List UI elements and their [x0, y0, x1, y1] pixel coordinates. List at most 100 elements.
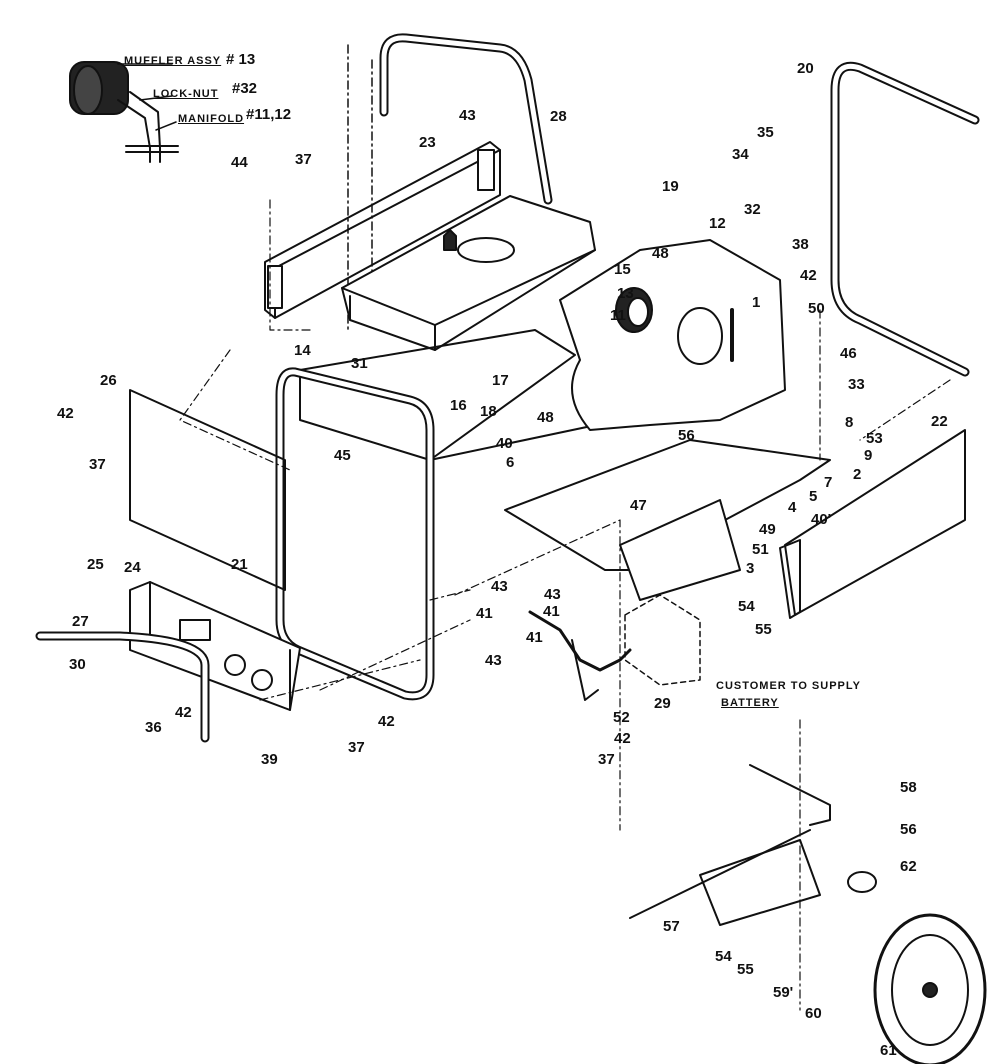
part-label-55-battery: 55 — [755, 621, 772, 638]
part-label-14: 14 — [294, 342, 311, 359]
part-label-57: 57 — [663, 918, 680, 935]
part-label-13: 13 — [617, 285, 634, 302]
part-label-33: 33 — [848, 376, 865, 393]
part-label-37-mount: 37 — [598, 751, 615, 768]
part-label-5: 5 — [809, 488, 818, 505]
part-label-59-prime: 59' — [773, 984, 794, 1001]
part-label-40: 40 — [496, 435, 513, 452]
part-label-40-prime: 40' — [811, 511, 832, 528]
part-label-1: 1 — [752, 294, 761, 311]
part-label-45: 45 — [334, 447, 351, 464]
part-label-37-left: 37 — [89, 456, 106, 473]
part-label-60: 60 — [805, 1005, 822, 1022]
part-label-36: 36 — [145, 719, 162, 736]
part-label-34: 34 — [732, 146, 749, 163]
muffler-assembly-callout: MUFFLER ASSY — [124, 55, 222, 67]
handle-28 — [347, 33, 553, 331]
part-label-3: 3 — [746, 560, 755, 577]
part-label-48-bracket: 48 — [537, 409, 554, 426]
part-label-43-handle: 43 — [459, 107, 476, 124]
part-label-30: 30 — [69, 656, 86, 673]
part-label-26: 26 — [100, 372, 117, 389]
manifold-callout: MANIFOLD — [178, 113, 245, 125]
part-label-15: 15 — [614, 261, 631, 278]
part-label-43-mount: 43 — [544, 586, 561, 603]
handle-27 — [35, 631, 210, 743]
part-label-50: 50 — [808, 300, 825, 317]
part-label-62: 62 — [900, 858, 917, 875]
part-label-39: 39 — [261, 751, 278, 768]
side-panel-26 — [129, 389, 286, 591]
part-label-42-box: 42 — [175, 704, 192, 721]
front-frame-21 — [275, 367, 435, 701]
part-label-31: 31 — [351, 355, 368, 372]
part-label-51: 51 — [752, 541, 769, 558]
control-box-24 — [129, 581, 301, 711]
part-label-29: 29 — [654, 695, 671, 712]
part-label-27: 27 — [72, 613, 89, 630]
part-label-37-top: 37 — [295, 151, 312, 168]
part-label-58: 58 — [900, 779, 917, 796]
fuel-tank — [341, 195, 596, 351]
part-label-49: 49 — [759, 521, 776, 538]
customer-supply-note: CUSTOMER TO SUPPLY — [716, 680, 861, 692]
part-label-42-bottom: 42 — [378, 713, 395, 730]
part-label-46: 46 — [840, 345, 857, 362]
engine-mount-plate — [504, 439, 831, 601]
part-label-54-wheel: 54 — [715, 948, 732, 965]
part-label-12: 12 — [709, 215, 726, 232]
part-label-52: 52 — [613, 709, 630, 726]
part-label-56-wheel: 56 — [900, 821, 917, 838]
muffler-assembly-number: # 13 — [226, 51, 256, 68]
part-label-56-mount: 56 — [678, 427, 695, 444]
part-label-32: 32 — [744, 201, 761, 218]
part-label-41-frame: 41 — [476, 605, 493, 622]
part-label-23: 23 — [419, 134, 436, 151]
wheel-61 — [873, 913, 987, 1064]
rear-frame-20 — [830, 61, 980, 377]
part-label-41-mount: 41 — [543, 603, 560, 620]
part-label-53: 53 — [866, 430, 883, 447]
mount-bracket-29 — [528, 610, 632, 701]
part-label-19: 19 — [662, 178, 679, 195]
part-label-61: 61 — [880, 1042, 897, 1059]
part-label-11: 11 — [610, 307, 626, 324]
wheel-kit-axle — [629, 764, 877, 926]
part-label-2: 2 — [853, 466, 862, 483]
lock-nut-callout: LOCK-NUT — [153, 88, 219, 100]
part-label-43-frame: 43 — [491, 578, 508, 595]
side-rail-22 — [779, 429, 966, 619]
part-label-55-wheel: 55 — [737, 961, 754, 978]
part-label-21: 21 — [231, 556, 248, 573]
part-label-28: 28 — [550, 108, 567, 125]
part-label-7: 7 — [824, 474, 833, 491]
control-panel-23 — [264, 141, 501, 319]
lock-nut-number: #32 — [232, 80, 258, 97]
part-label-20: 20 — [797, 60, 814, 77]
part-label-6: 6 — [506, 454, 515, 471]
manifold-number: #11,12 — [246, 106, 292, 123]
part-label-24: 24 — [124, 559, 141, 576]
part-label-48-engine: 48 — [652, 245, 669, 262]
assembly-centerlines — [179, 199, 951, 1011]
part-label-38: 38 — [792, 236, 809, 253]
engine-block — [559, 239, 786, 431]
part-label-43-left: 43 — [485, 652, 502, 669]
part-label-22: 22 — [931, 413, 948, 430]
battery-outline — [624, 594, 701, 686]
part-label-54-battery: 54 — [738, 598, 755, 615]
part-label-8: 8 — [845, 414, 854, 431]
part-label-16: 16 — [450, 397, 467, 414]
part-label-44: 44 — [231, 154, 248, 171]
part-label-42-mount: 42 — [614, 730, 631, 747]
part-label-25: 25 — [87, 556, 104, 573]
part-label-37-bottom: 37 — [348, 739, 365, 756]
part-label-18: 18 — [480, 403, 497, 420]
part-label-9: 9 — [864, 447, 873, 464]
part-label-42-left: 42 — [57, 405, 74, 422]
battery-note: BATTERY — [721, 697, 779, 709]
part-label-35: 35 — [757, 124, 774, 141]
part-label-17: 17 — [492, 372, 509, 389]
